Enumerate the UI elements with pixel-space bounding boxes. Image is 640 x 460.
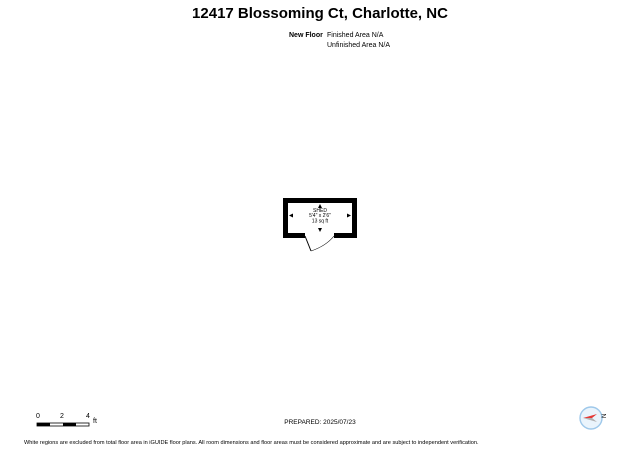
prepared-date: PREPARED: 2025/07/23: [284, 419, 356, 426]
finished-area: Finished Area N/A: [327, 32, 384, 39]
scale-label-4: 4: [86, 413, 90, 420]
room-area: 13 sq ft: [312, 219, 329, 225]
room-name: SHED: [313, 208, 327, 214]
disclaimer: White regions are excluded from total fl…: [24, 440, 479, 446]
door-leaf: [304, 235, 312, 252]
arrow-down: [318, 228, 322, 232]
shed-walls: [283, 198, 357, 238]
scale-label-0: 0: [36, 413, 40, 420]
compass-icon: N: [578, 404, 608, 434]
dimension-arrows: [289, 204, 351, 232]
page-title: 12417 Blossoming Ct, Charlotte, NC: [192, 5, 448, 22]
scale-unit: ft: [93, 418, 97, 425]
arrow-up: [318, 204, 322, 208]
scale-bar: 0 2 4 ft: [36, 413, 106, 433]
compass-north-label: N: [602, 414, 608, 418]
arrow-left: [289, 213, 293, 218]
unfinished-area: Unfinished Area N/A: [327, 42, 391, 49]
floor-name: New Floor: [289, 32, 323, 39]
scale-label-2: 2: [60, 413, 64, 420]
arrow-right: [347, 213, 351, 218]
room-dimensions: 5'4" x 2'6": [309, 213, 331, 219]
scale-bar-graphic: [36, 422, 90, 427]
door-swing-arc: [310, 235, 335, 252]
